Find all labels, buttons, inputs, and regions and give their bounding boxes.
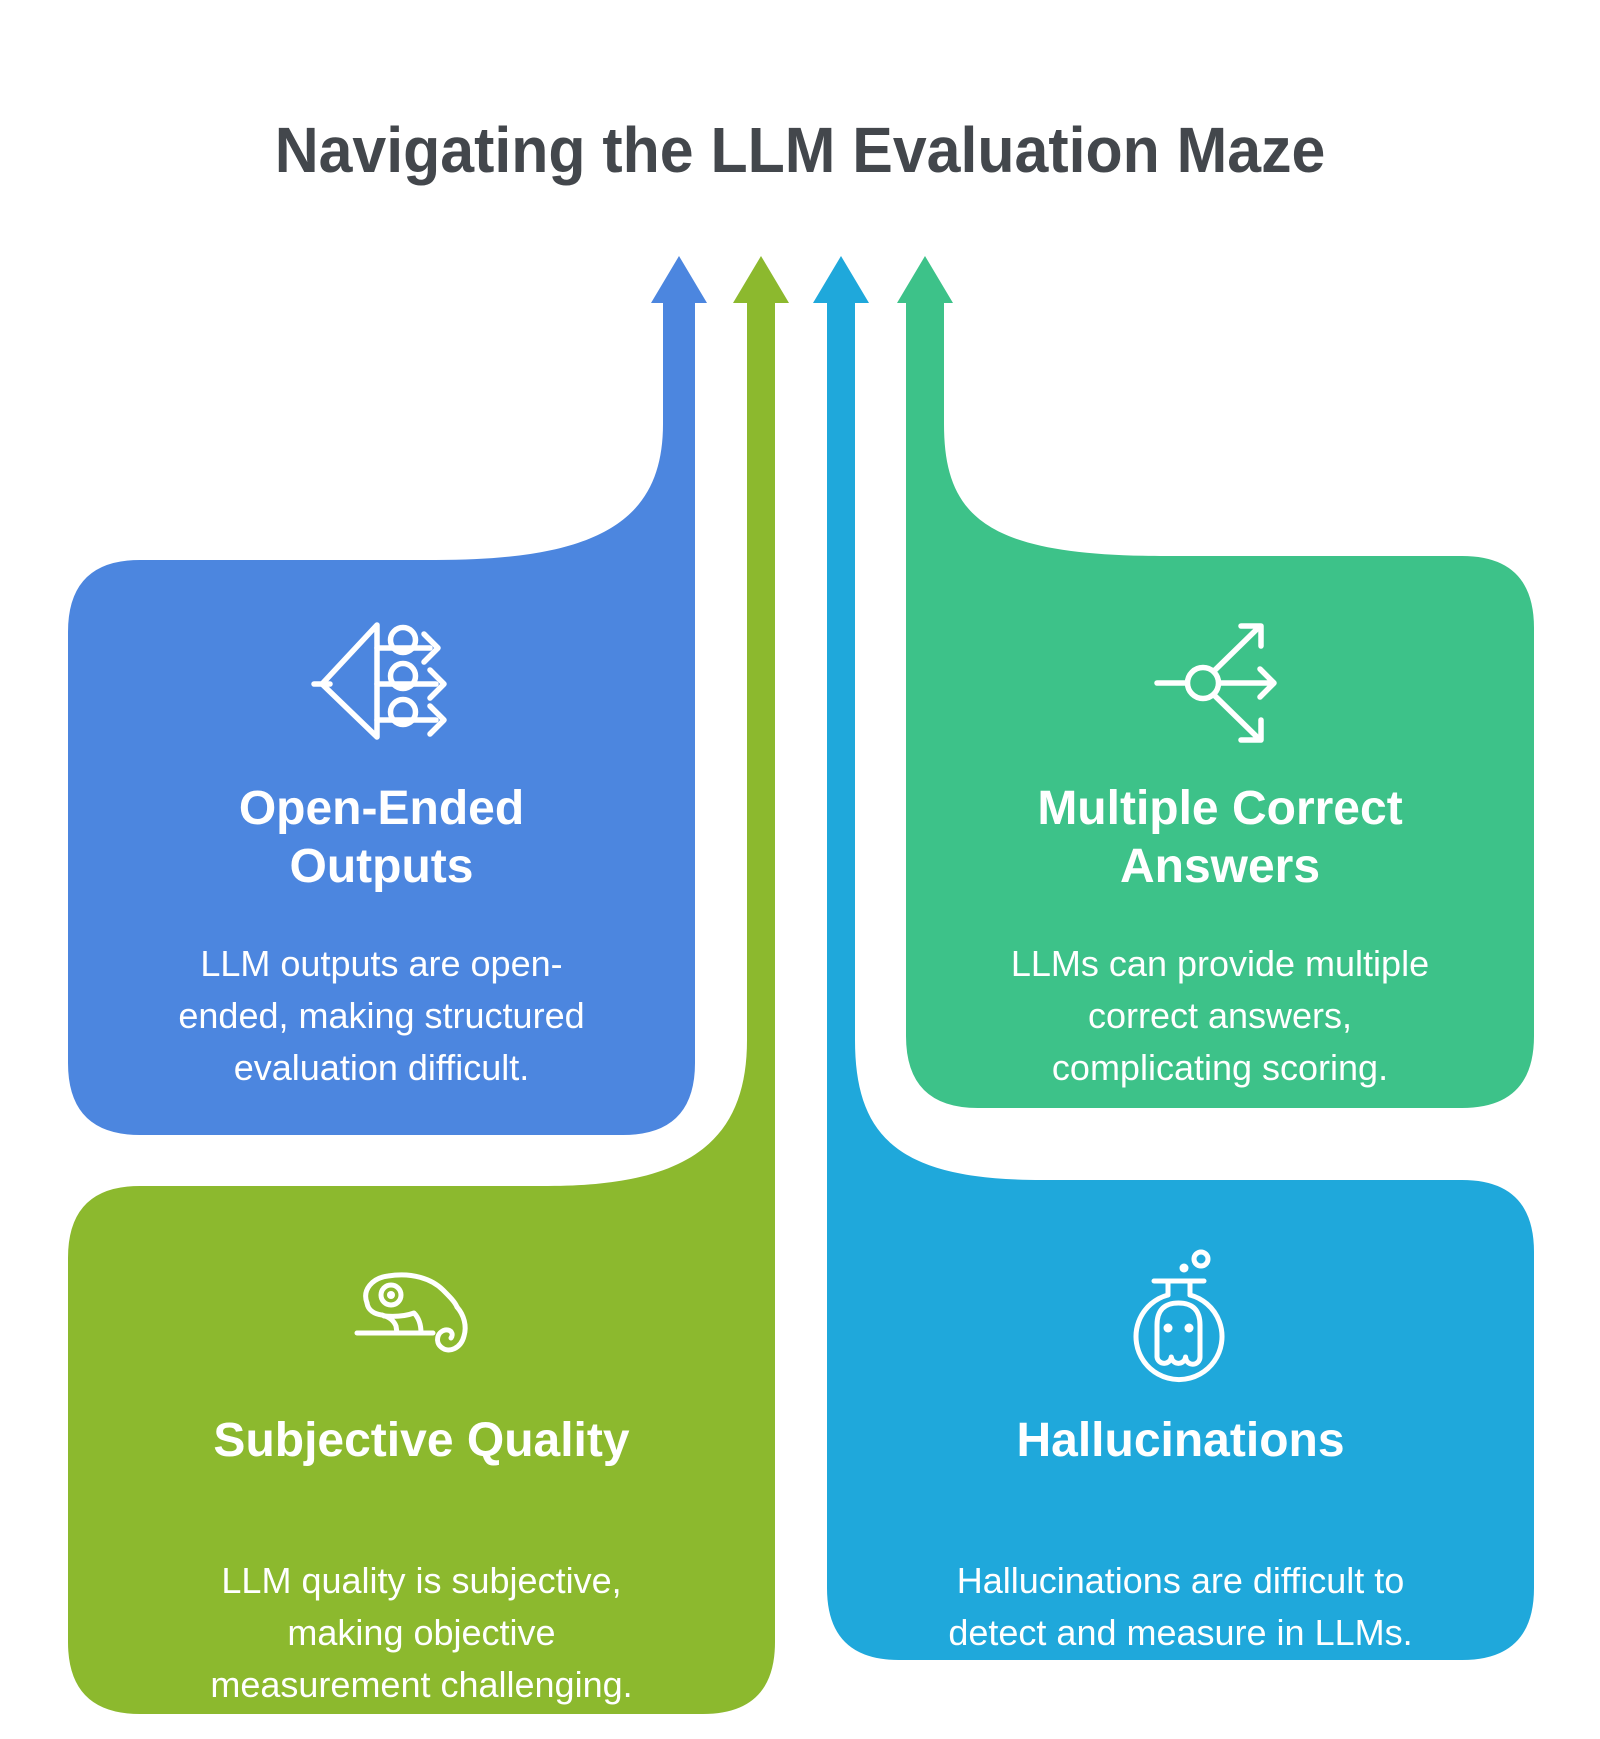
heading-line: Open-Ended — [238, 782, 525, 835]
body-line: ended, making structured — [178, 995, 585, 1036]
heading-line: Answers — [1119, 840, 1321, 893]
heading-line: Outputs — [289, 840, 474, 893]
card-body-multiple-correct-answers: LLMs can provide multiple correct answer… — [906, 938, 1534, 1094]
card-heading-hallucinations: Hallucinations — [827, 1412, 1534, 1470]
card-body-hallucinations: Hallucinations are difficult to detect a… — [827, 1555, 1534, 1659]
chameleon-icon — [354, 1272, 468, 1353]
branching-arrows-icon — [1154, 623, 1277, 743]
page-title: Navigating the LLM Evaluation Maze — [274, 113, 1326, 186]
body-line: Hallucinations are difficult to — [956, 1560, 1405, 1601]
card-heading-open-ended-outputs: Open-Ended Outputs — [68, 780, 695, 896]
body-line: complicating scoring. — [1051, 1047, 1389, 1088]
heading-line: Multiple Correct — [1037, 782, 1403, 835]
body-line: detect and measure in LLMs. — [948, 1612, 1413, 1653]
body-line: making objective — [287, 1612, 556, 1653]
body-line: evaluation difficult. — [233, 1047, 530, 1088]
card-multiple-correct-answers-shape — [897, 256, 1534, 1108]
card-open-ended-outputs-shape — [68, 256, 707, 1135]
flask-ghost-icon — [1133, 1249, 1225, 1383]
body-line: LLM quality is subjective, — [221, 1560, 622, 1601]
card-subjective-quality-shape — [68, 256, 789, 1714]
body-line: LLMs can provide multiple — [1010, 943, 1430, 984]
heading-line: Hallucinations — [1016, 1414, 1345, 1467]
body-line: measurement challenging. — [210, 1664, 633, 1705]
card-heading-multiple-correct-answers: Multiple Correct Answers — [906, 780, 1534, 896]
card-heading-subjective-quality: Subjective Quality — [68, 1412, 775, 1470]
card-body-open-ended-outputs: LLM outputs are open- ended, making stru… — [68, 938, 695, 1094]
card-hallucinations-shape — [813, 256, 1534, 1660]
heading-line: Subjective Quality — [213, 1414, 630, 1467]
body-line: LLM outputs are open- — [200, 943, 563, 984]
body-line: correct answers, — [1087, 995, 1353, 1036]
split-outputs-icon — [311, 622, 447, 740]
card-body-subjective-quality: LLM quality is subjective, making object… — [68, 1555, 775, 1711]
